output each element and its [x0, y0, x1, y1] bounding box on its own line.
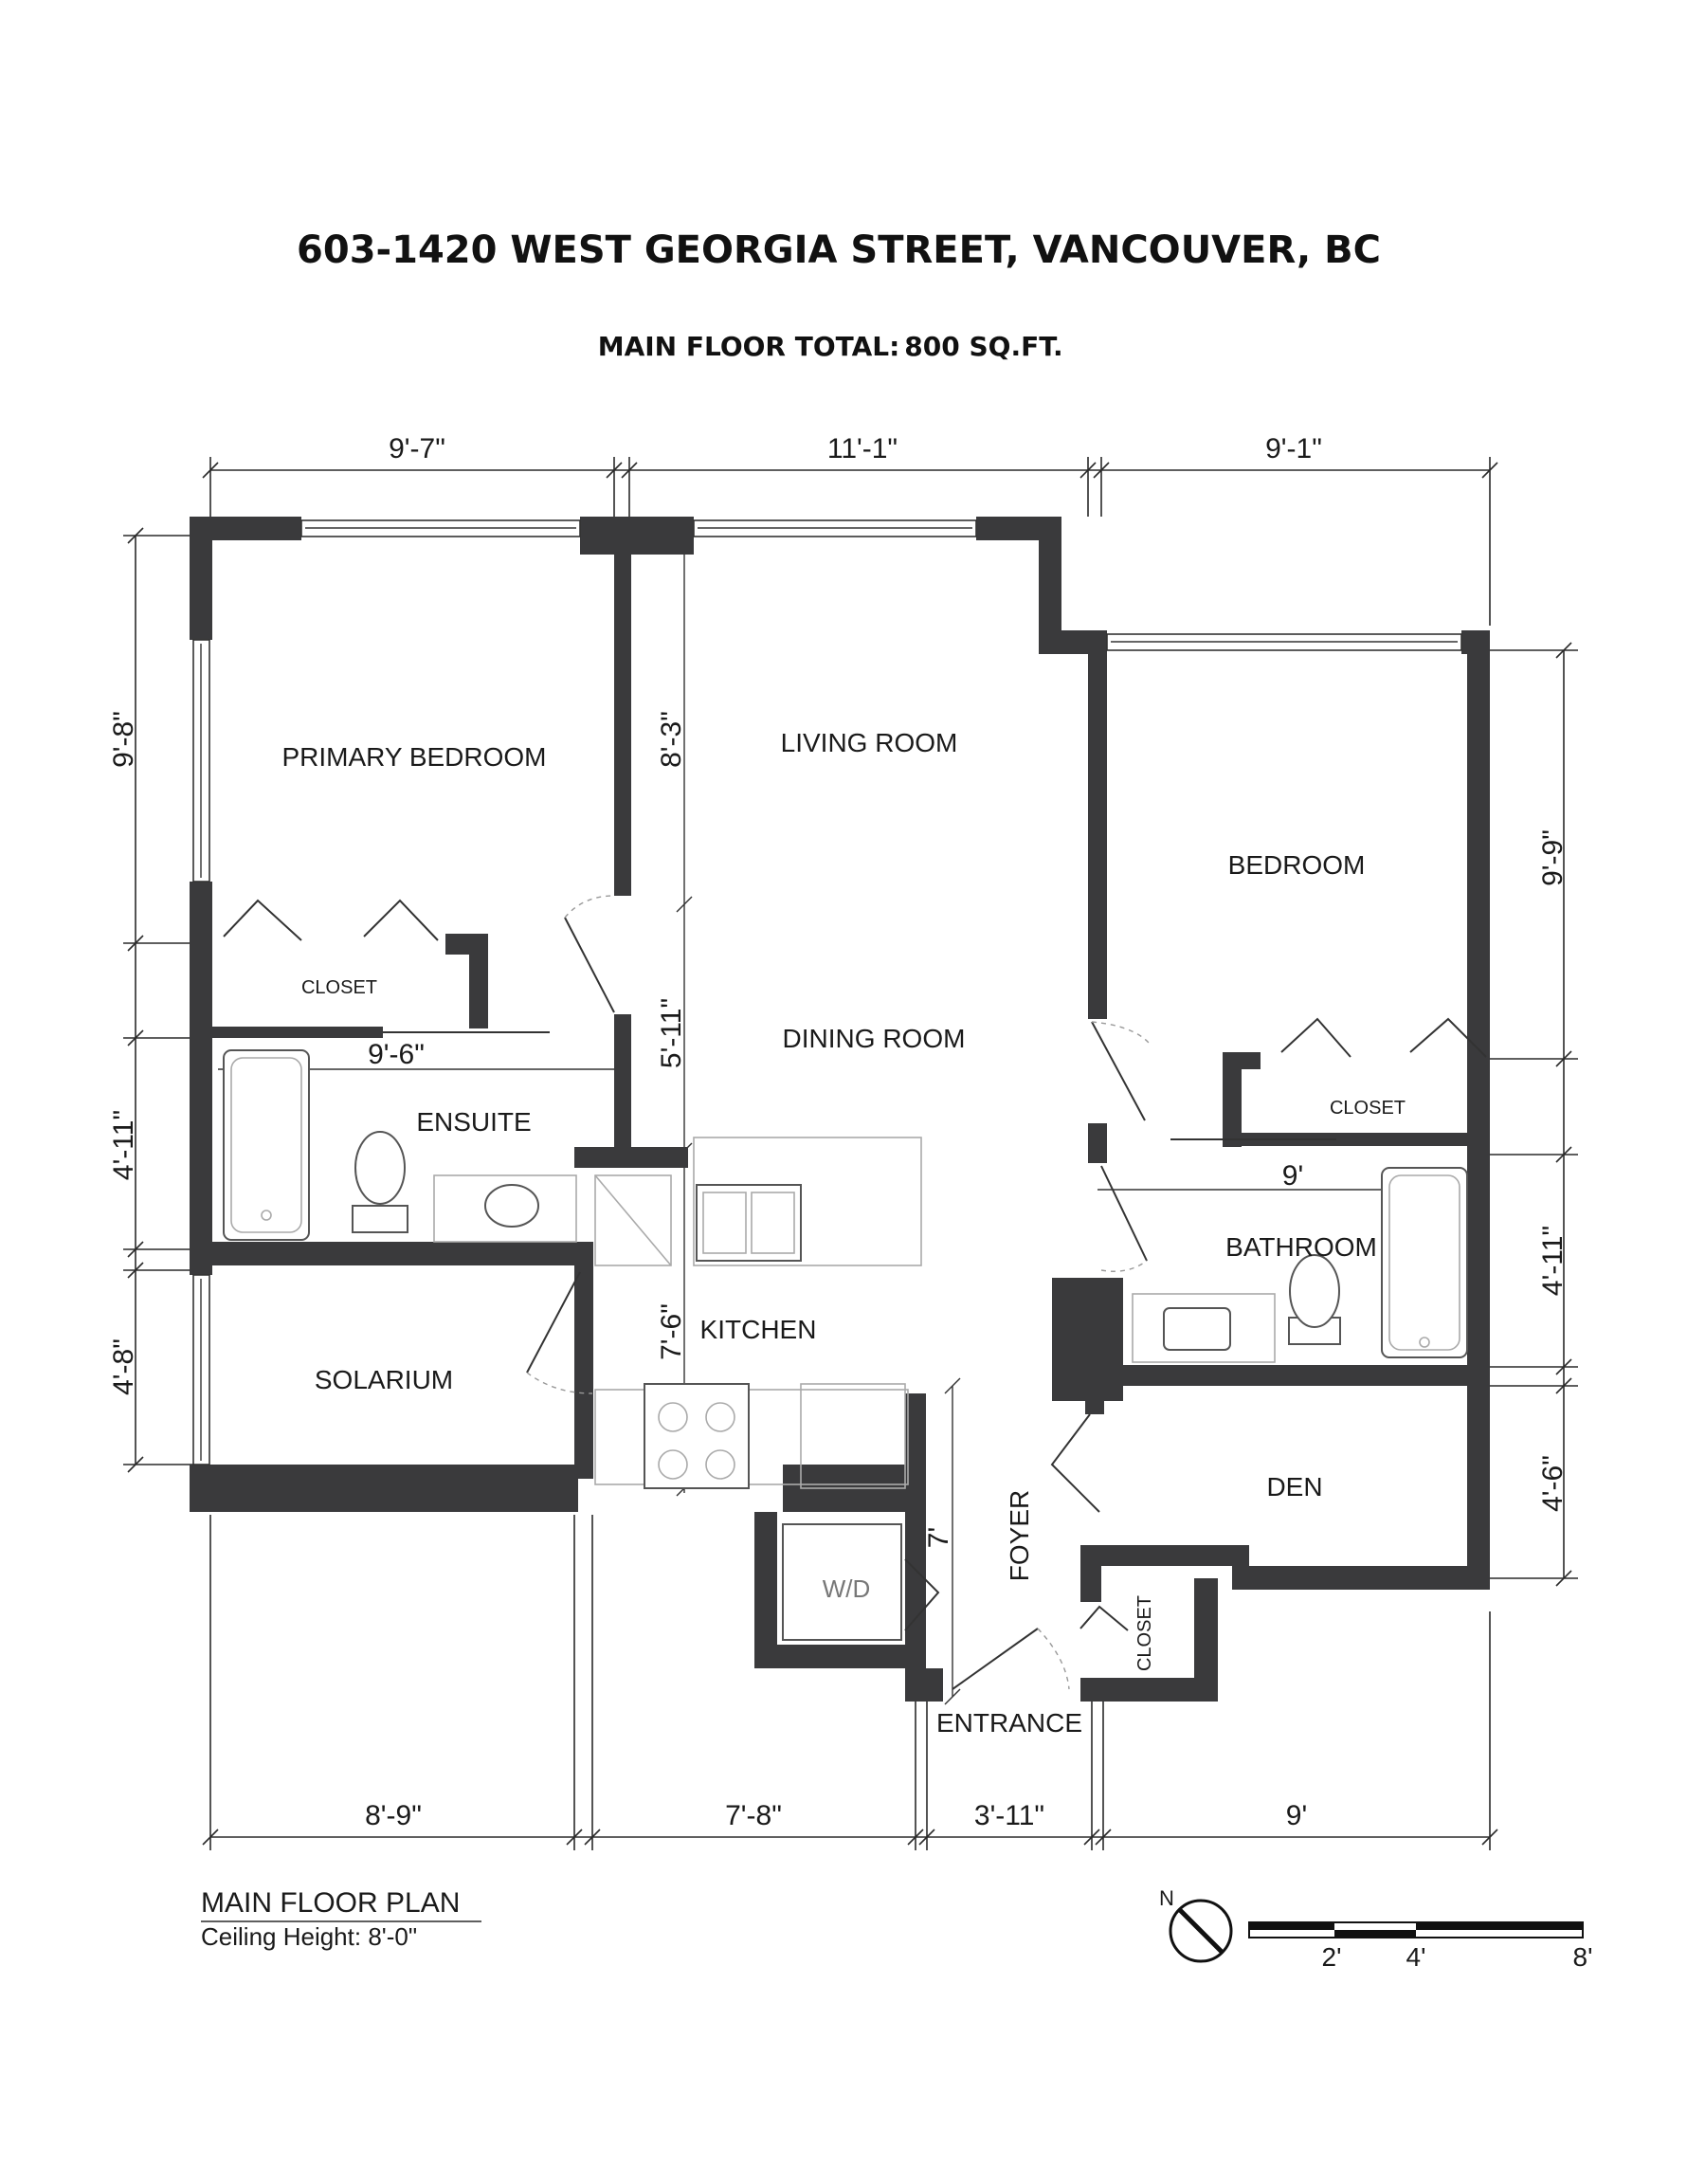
windows — [192, 519, 1462, 1465]
dim-dining-height: 5'-11" — [656, 998, 687, 1068]
dim-bottom-solarium: 8'-9" — [365, 1800, 422, 1831]
floor-area-value: 800 SQ.FT. — [904, 331, 1062, 362]
dim-right-den: 4'-6" — [1537, 1455, 1569, 1512]
right-dimension-lines — [1483, 642, 1578, 1587]
room-washer-dryer: W/D — [823, 1574, 871, 1603]
floor-area-label: MAIN FLOOR TOTAL: — [598, 331, 900, 362]
room-closet-bedroom: CLOSET — [1330, 1098, 1406, 1119]
scale-label-8: 8' — [1573, 1942, 1593, 1972]
dim-left-solarium: 4'-8" — [108, 1338, 139, 1395]
plan-address-title: 603-1420 WEST GEORGIA STREET, VANCOUVER,… — [297, 228, 1381, 272]
scale-label-4: 4' — [1406, 1942, 1426, 1972]
room-den: DEN — [1266, 1472, 1322, 1502]
dim-living-height: 8'-3" — [656, 711, 687, 768]
north-label: N — [1159, 1886, 1174, 1910]
dim-left-ensuite: 4'-11" — [108, 1110, 139, 1180]
room-bathroom: BATHROOM — [1225, 1232, 1377, 1262]
dim-kitchen-height: 7'-6" — [656, 1303, 687, 1360]
room-primary-bedroom: PRIMARY BEDROOM — [281, 742, 546, 772]
plan-title: MAIN FLOOR PLAN — [201, 1887, 460, 1919]
doors — [223, 895, 1487, 1690]
dim-right-bedroom: 9'-9" — [1537, 829, 1569, 886]
bottom-dimension-lines — [202, 1515, 1498, 1850]
dim-top-primary-bedroom: 9'-7" — [389, 433, 445, 464]
room-foyer: FOYER — [1005, 1490, 1034, 1581]
walls — [190, 517, 1490, 1702]
room-closet-primary: CLOSET — [301, 977, 377, 998]
room-entrance: ENTRANCE — [936, 1708, 1082, 1738]
room-dining-room: DINING ROOM — [783, 1024, 966, 1053]
dim-top-bedroom: 9'-1" — [1265, 433, 1322, 464]
dim-left-primary-bedroom: 9'-8" — [108, 711, 139, 768]
dim-bottom-entrance: 3'-11" — [974, 1800, 1044, 1831]
dim-bottom-kitchen: 7'-8" — [725, 1800, 782, 1831]
fixtures — [223, 1049, 1468, 1641]
top-dimension-lines — [202, 457, 1498, 626]
room-bedroom: BEDROOM — [1228, 850, 1366, 880]
room-solarium: SOLARIUM — [315, 1365, 453, 1394]
dim-bottom-den: 9' — [1286, 1800, 1307, 1831]
dim-foyer-height: 7' — [923, 1527, 954, 1548]
ceiling-height: Ceiling Height: 8'-0" — [201, 1922, 417, 1951]
north-arrow — [1169, 1899, 1233, 1963]
dim-top-living-room: 11'-1" — [827, 433, 898, 464]
left-dimension-lines — [123, 527, 194, 1473]
room-ensuite: ENSUITE — [416, 1107, 531, 1137]
scale-bar — [1248, 1921, 1584, 1938]
room-living-room: LIVING ROOM — [781, 728, 958, 757]
room-closet-entry: CLOSET — [1134, 1595, 1155, 1671]
room-kitchen: KITCHEN — [700, 1315, 817, 1344]
dim-bathroom-width: 9' — [1282, 1160, 1303, 1192]
dim-right-bathroom: 4'-11" — [1537, 1226, 1569, 1296]
scale-label-2: 2' — [1322, 1942, 1342, 1972]
dim-ensuite-width: 9'-6" — [368, 1039, 425, 1070]
